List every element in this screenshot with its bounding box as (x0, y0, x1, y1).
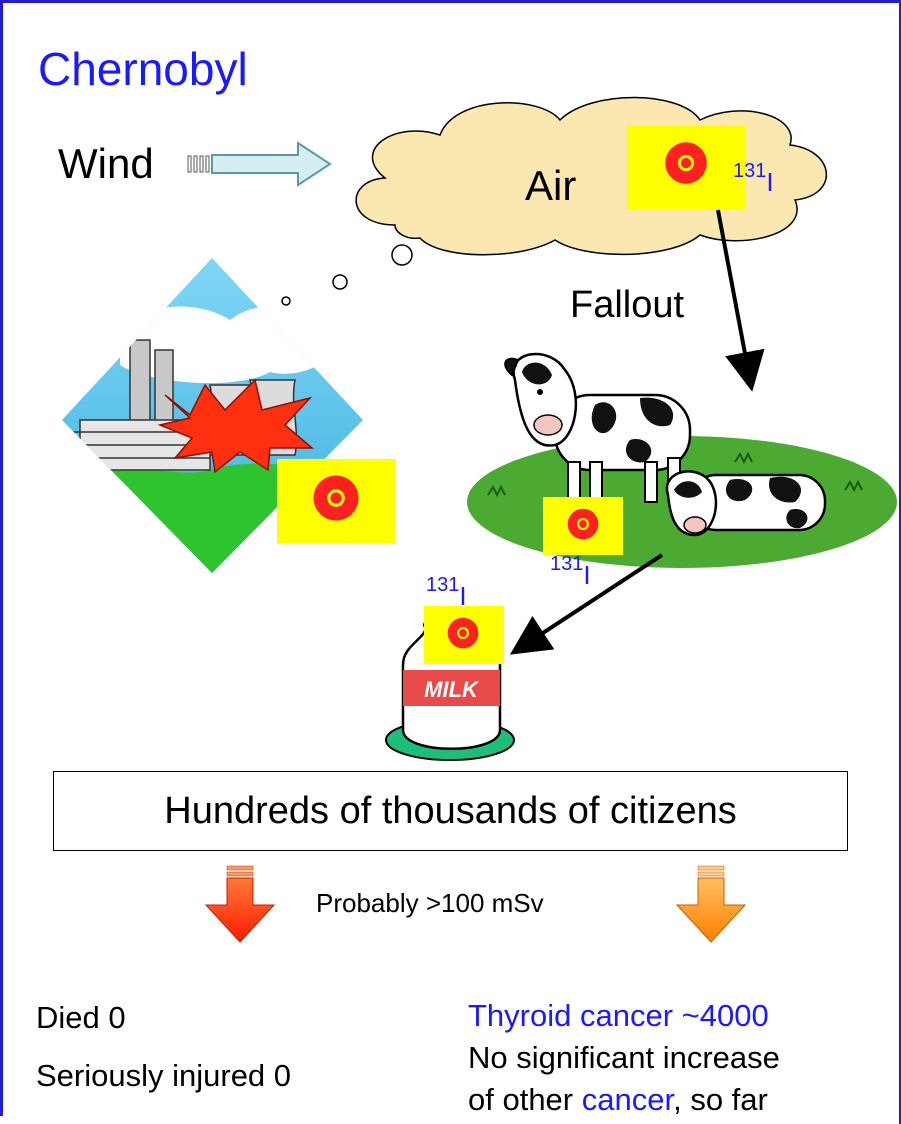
isotope-symbol: I (766, 167, 774, 197)
isotope-label-milk: 131I (426, 574, 467, 612)
orange-down-arrow-icon (675, 865, 747, 943)
air-label: Air (525, 162, 577, 209)
explosion-icon (157, 378, 315, 474)
radiation-icon-milk (424, 606, 504, 664)
radiation-icon-cow (543, 497, 623, 555)
isotope-mass: 131 (733, 160, 767, 182)
died-count: Died 0 (36, 1000, 126, 1035)
wind-arrow-icon (187, 141, 332, 187)
population-box: Hundreds of thousands of citizens (53, 771, 848, 851)
thyroid-cancer-count: Thyroid cancer ~4000 (468, 998, 769, 1033)
injured-count: Seriously injured 0 (36, 1058, 292, 1093)
milk-label: MILK (424, 677, 480, 702)
other-prefix: of other (468, 1082, 582, 1117)
no-increase-text: No significant increase (468, 1040, 780, 1075)
isotope-mass: 131 (550, 553, 584, 575)
isotope-mass: 131 (426, 574, 460, 596)
isotope-symbol: I (459, 581, 467, 611)
fallout-label: Fallout (570, 284, 685, 326)
red-down-arrow-icon (204, 865, 276, 943)
page-title: Chernobyl (38, 43, 248, 95)
fallout-arrow (716, 209, 765, 392)
other-cancer-text: of other cancer, so far (468, 1082, 768, 1118)
dose-label: Probably >100 mSv (316, 888, 544, 918)
population-text: Hundreds of thousands of citizens (164, 789, 737, 832)
cancer-word: cancer (581, 1082, 674, 1117)
cow-icon (467, 352, 897, 568)
isotope-label-cow: 131I (550, 553, 591, 591)
isotope-label-air: 131I (733, 160, 774, 198)
radiation-icon-air (627, 125, 745, 209)
milk-arrow (509, 553, 664, 655)
power-plant-icon (62, 258, 363, 573)
isotope-symbol: I (583, 560, 591, 590)
radiation-icon-plant (277, 459, 396, 543)
other-suffix: , so far (673, 1082, 768, 1117)
wind-label: Wind (58, 140, 154, 187)
